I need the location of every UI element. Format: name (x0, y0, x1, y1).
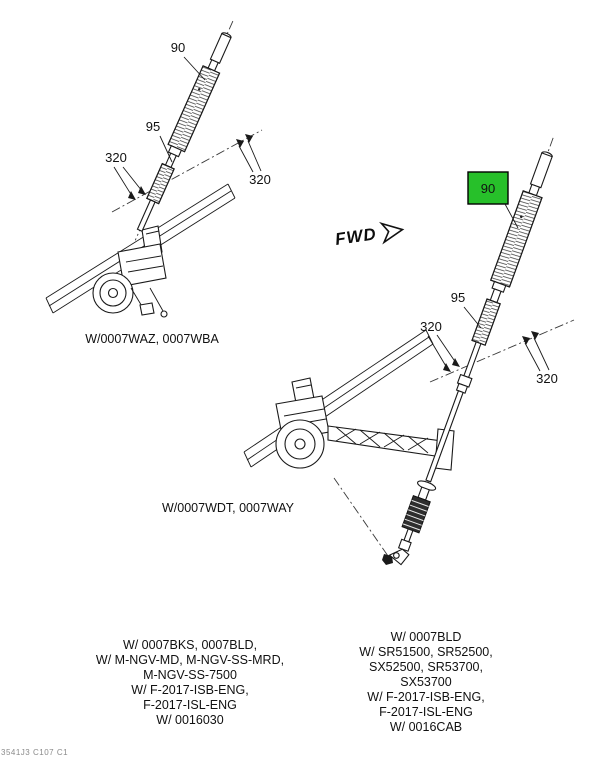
callout-95-right[interactable]: 95 (451, 290, 465, 305)
assembly-right-caption: W/0007WDT, 0007WAY (162, 501, 295, 515)
callout-320-right-a[interactable]: 320 (420, 319, 442, 334)
callout-320-left-a[interactable]: 320 (105, 150, 127, 165)
note-line: M-NGV-SS-7500 (143, 668, 237, 682)
assembly-left: 90 95 320 320 W/0007WAZ, 0007WBA (45, 20, 271, 346)
note-line: W/ 0016CAB (389, 720, 463, 734)
assembly-left-caption: W/0007WAZ, 0007WBA (85, 332, 219, 346)
note-line: SX53700 (400, 675, 452, 689)
callout-95-left[interactable]: 95 (146, 119, 160, 134)
highlight-box (467, 171, 509, 205)
assembly-right: 90 95 320 320 W/0007WDT, 0007WAY (162, 137, 575, 566)
steering-gear-right (275, 377, 455, 471)
applicability-note-left: W/ 0007BKS, 0007BLD, W/ M-NGV-MD, M-NGV-… (70, 638, 310, 728)
note-line: W/ SR51500, SR52500, (359, 645, 493, 659)
note-line: F-2017-ISL-ENG (379, 705, 473, 719)
fwd-label: FWD (334, 224, 378, 249)
fwd-arrow-icon (378, 221, 405, 245)
note-line: W/ 0007BLD (390, 630, 462, 644)
steering-shaft-right (388, 137, 554, 566)
callout-90-right[interactable]: 90 (481, 181, 495, 196)
steering-shaft-left (134, 20, 234, 241)
callout-90-right-highlight[interactable]: 90 (467, 171, 509, 205)
note-line: F-2017-ISL-ENG (143, 698, 237, 712)
callout-90-left[interactable]: 90 (171, 40, 185, 55)
mount-centerline-left (111, 129, 263, 213)
fwd-marker: FWD (334, 221, 405, 249)
note-line: W/ F-2017-ISB-ENG, (367, 690, 485, 704)
note-line: W/ 0016030 (156, 713, 224, 727)
steering-gear-left (92, 225, 168, 318)
callout-320-left-b[interactable]: 320 (249, 172, 271, 187)
note-line: W/ M-NGV-MD, M-NGV-SS-MRD, (95, 653, 285, 667)
note-line: W/ F-2017-ISB-ENG, (131, 683, 249, 697)
applicability-note-right: W/ 0007BLD W/ SR51500, SR52500, SX52500,… (312, 630, 540, 735)
note-line: SX52500, SR53700, (369, 660, 483, 674)
fastener-small (382, 554, 393, 565)
note-line: W/ 0007BKS, 0007BLD, (122, 638, 258, 652)
callout-320-right-b[interactable]: 320 (536, 371, 558, 386)
figure-code: 3541J3 C107 C1 (1, 748, 69, 757)
bellows-boot (401, 495, 431, 534)
